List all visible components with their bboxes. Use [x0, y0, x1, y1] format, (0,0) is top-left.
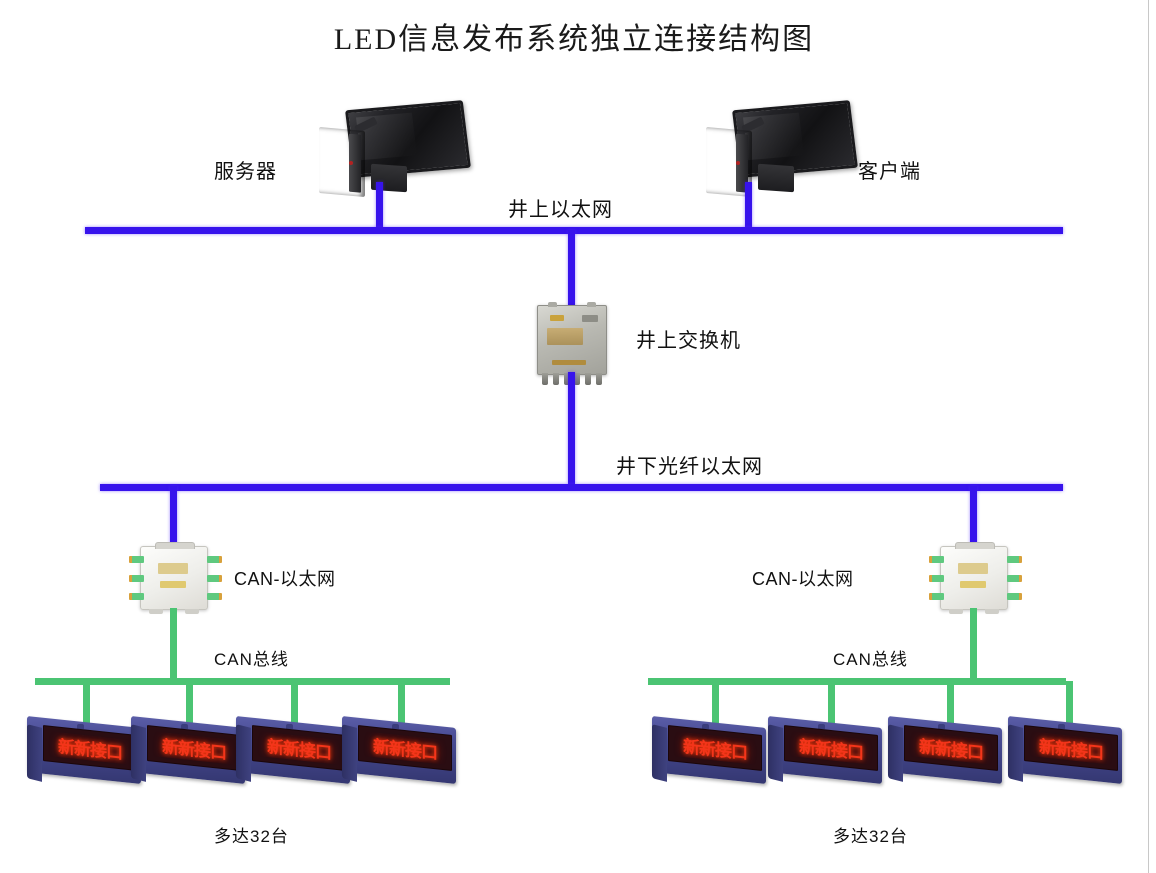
converter-nameplate — [958, 563, 988, 574]
converter-cap — [955, 542, 995, 549]
converter-connectors-left — [129, 556, 144, 600]
page-title: LED信息发布系统独立连接结构图 — [333, 23, 815, 56]
led-display-unit: 新新接口 — [131, 716, 249, 784]
led-display-unit: 新新接口 — [652, 716, 770, 784]
converter-nameplate — [158, 563, 188, 574]
server-label: 服务器 — [214, 161, 277, 183]
surface-switch-label: 井上交换机 — [636, 330, 741, 352]
led-bolt — [392, 724, 399, 729]
left-can-trunk-wire — [170, 608, 177, 678]
led-enclosure-side — [888, 724, 903, 782]
switch-ports — [542, 373, 602, 385]
led-bolt — [77, 724, 84, 729]
can-ethernet-converter-left-icon — [129, 542, 222, 614]
led-display-unit: 新新接口 — [236, 716, 354, 784]
converter-model-strip — [160, 581, 186, 588]
converter-foot-right — [185, 609, 199, 614]
led-enclosure-side — [131, 724, 146, 782]
led-display-unit: 新新接口 — [27, 716, 145, 784]
left-converter-uplink-wire — [170, 486, 177, 548]
led-enclosure-side — [1008, 724, 1023, 782]
converter-connectors-right — [1007, 556, 1022, 600]
left-group-count-label: 多达32台 — [214, 827, 289, 846]
led-screen-text: 新新接口 — [267, 737, 331, 764]
led-enclosure-side — [342, 724, 357, 782]
underground-fiber-label: 井下光纤以太网 — [616, 456, 763, 478]
switch-lug-left — [548, 302, 557, 307]
led-bolt — [938, 724, 945, 729]
can-bus-right-label: CAN总线 — [833, 650, 908, 669]
led-display-unit: 新新接口 — [888, 716, 1006, 784]
led-screen-text: 新新接口 — [1039, 737, 1103, 764]
client-label: 客户端 — [858, 161, 921, 183]
led-drop-wire — [186, 681, 193, 727]
right-group-count-label: 多达32台 — [833, 827, 908, 846]
switch-tag — [582, 315, 598, 322]
led-bolt — [286, 724, 293, 729]
converter-right-label: CAN-以太网 — [752, 569, 854, 589]
led-bolt — [1058, 724, 1065, 729]
converter-connectors-right — [207, 556, 222, 600]
power-led-icon — [736, 161, 740, 165]
right-converter-uplink-wire — [970, 486, 977, 548]
underground-fiber-bus — [100, 484, 1063, 491]
led-drop-wire — [83, 681, 90, 727]
led-drop-wire — [828, 681, 835, 727]
led-screen-text: 新新接口 — [919, 737, 983, 764]
client-uplink-wire — [745, 182, 752, 230]
converter-foot-left — [149, 609, 163, 614]
surface-switch-icon — [537, 302, 607, 385]
monitor-stand — [758, 163, 794, 193]
converter-cap — [155, 542, 195, 549]
can-bus-left — [35, 678, 450, 685]
led-screen-text: 新新接口 — [162, 737, 226, 764]
switch-downlink-wire — [568, 372, 575, 484]
converter-connectors-left — [929, 556, 944, 600]
led-display-unit: 新新接口 — [1008, 716, 1126, 784]
client-computer-icon — [700, 100, 858, 198]
led-enclosure-side — [236, 724, 251, 782]
led-display-unit: 新新接口 — [342, 716, 460, 784]
switch-bottom-bar — [552, 360, 586, 365]
led-drop-wire — [712, 681, 719, 727]
surface-ethernet-label: 井上以太网 — [508, 199, 613, 221]
power-led-icon — [349, 161, 353, 165]
led-bolt — [818, 724, 825, 729]
converter-foot-left — [949, 609, 963, 614]
led-screen-text: 新新接口 — [58, 737, 122, 764]
led-drop-wire — [291, 681, 298, 727]
led-bolt — [702, 724, 709, 729]
can-bus-right — [648, 678, 1066, 685]
converter-left-label: CAN-以太网 — [234, 569, 336, 589]
led-drop-wire — [947, 681, 954, 727]
converter-foot-right — [985, 609, 999, 614]
led-enclosure-side — [768, 724, 783, 782]
led-enclosure-side — [652, 724, 667, 782]
led-bolt — [181, 724, 188, 729]
led-screen-text: 新新接口 — [799, 737, 863, 764]
led-screen-text: 新新接口 — [683, 737, 747, 764]
can-ethernet-converter-right-icon — [929, 542, 1022, 614]
computer-tower — [319, 127, 365, 197]
switch-indicator-lamp — [550, 315, 564, 321]
right-can-trunk-wire — [970, 608, 977, 678]
switch-lug-right — [587, 302, 596, 307]
led-enclosure-side — [27, 724, 42, 782]
server-computer-icon — [313, 100, 471, 198]
switch-nameplate — [547, 328, 583, 345]
can-bus-left-label: CAN总线 — [214, 650, 289, 669]
page-edge-rule — [1148, 0, 1149, 873]
converter-model-strip — [960, 581, 986, 588]
switch-uplink-wire — [568, 230, 575, 308]
led-display-unit: 新新接口 — [768, 716, 886, 784]
server-uplink-wire — [376, 182, 383, 230]
led-screen-text: 新新接口 — [373, 737, 437, 764]
led-drop-wire — [398, 681, 405, 727]
led-drop-wire — [1066, 681, 1073, 727]
